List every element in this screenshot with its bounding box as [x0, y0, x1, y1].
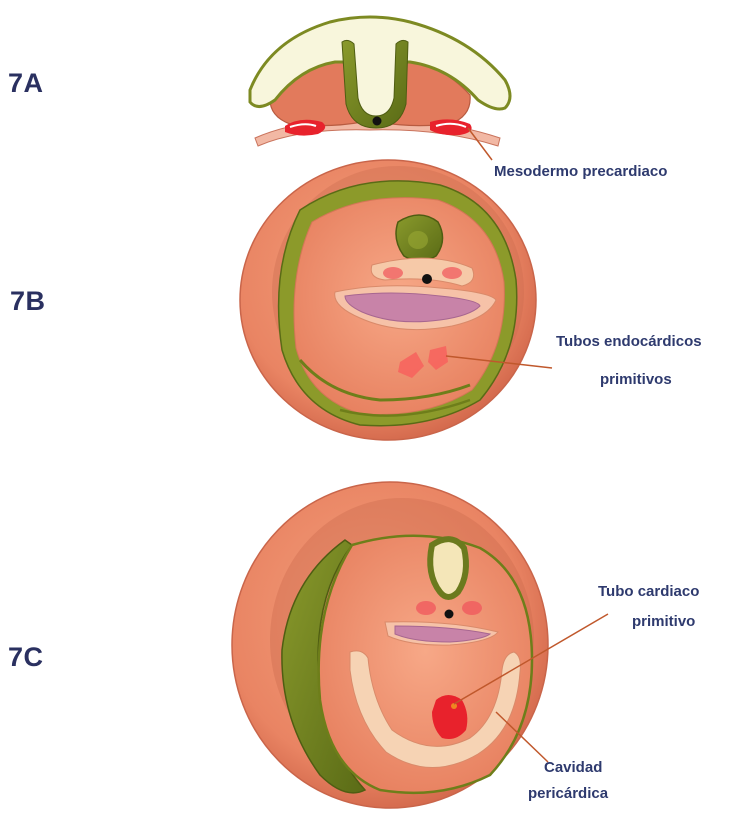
callout-tubos-endocardicos-line1: Tubos endocárdicos: [556, 330, 702, 354]
callout-tubo-cardiaco-line1: Tubo cardiaco: [598, 580, 699, 604]
section-7b: [240, 160, 552, 440]
notochord: [373, 117, 382, 126]
dorsal-aorta-right: [442, 267, 462, 279]
callout-mesodermo-precardiaco: Mesodermo precardiaco: [494, 160, 667, 184]
notochord-7b: [422, 274, 432, 284]
dorsal-aorta-left: [383, 267, 403, 279]
callout-cavidad-pericardica-line2: pericárdica: [528, 782, 608, 806]
section-7a: [250, 17, 510, 160]
notochord-7c: [445, 610, 454, 619]
neural-tube-7c: [430, 539, 466, 597]
aorta-left-7c: [416, 601, 436, 615]
panel-label-7c: 7C: [8, 642, 44, 673]
panel-label-7b: 7B: [10, 286, 46, 317]
panel-label-7a: 7A: [8, 68, 44, 99]
aorta-right-7c: [462, 601, 482, 615]
callout-cavidad-pericardica-line1: Cavidad: [544, 756, 602, 780]
callout-tubos-endocardicos-line2: primitivos: [600, 368, 672, 392]
callout-tubo-cardiaco-line2: primitivo: [632, 610, 695, 634]
